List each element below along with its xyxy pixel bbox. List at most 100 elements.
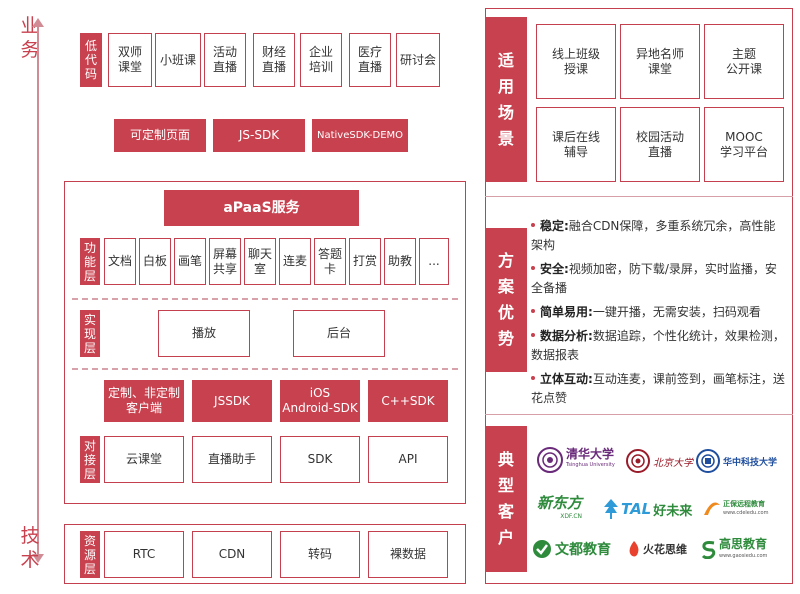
func-item-answer-card: 答题 卡	[314, 238, 346, 285]
right-panel-divider	[485, 414, 793, 415]
scenario-mooc-platform: MOOC 学习平台	[704, 107, 784, 182]
scenario-theme-open-class: 主题 公开课	[704, 24, 784, 99]
low-code-item-dual-teacher: 双师 课堂	[108, 33, 152, 87]
advantage-item: 立体互动:互动连麦，课前签到，画笔标注，送花点赞	[531, 370, 785, 408]
func-item-more: ...	[419, 238, 449, 285]
axis-arrow-bottom	[32, 554, 44, 563]
right-panel-frame	[485, 8, 793, 584]
func-item-whiteboard: 白板	[139, 238, 171, 285]
hust-seal-icon	[696, 449, 720, 473]
hust-logo: 华中科技大学	[696, 449, 777, 473]
low-code-item-event-live: 活动 直播	[204, 33, 246, 87]
implementation-layer-label: 实 现 层	[80, 310, 100, 357]
advantages-list: 稳定:融合CDN保障，多重系统冗余，高性能架构 安全:视频加密，防下载/录屏，实…	[531, 217, 785, 413]
customers-label: 典 型 客 户	[485, 426, 527, 572]
func-item-co-host: 连麦	[279, 238, 311, 285]
zhengbao-icon	[704, 502, 720, 515]
low-code-item-enterprise-training: 企业 培训	[300, 33, 342, 87]
zhengbao-sub: www.cdeledu.com	[723, 510, 769, 516]
client-mobile-sdk-box: iOS Android-SDK	[280, 380, 360, 422]
tsinghua-logo: 清华大学 Tsinghua University	[537, 447, 615, 473]
docking-layer-label: 对 接 层	[80, 436, 100, 483]
right-panel-divider	[485, 196, 793, 197]
dock-item-sdk: SDK	[280, 436, 360, 483]
resource-item-cdn: CDN	[192, 531, 272, 578]
scenario-online-class: 线上班级 授课	[536, 24, 616, 99]
native-sdk-demo-box: NativeSDK-DEMO	[312, 119, 408, 152]
dock-item-api: API	[368, 436, 448, 483]
tal-name-latin: TAL	[621, 500, 652, 518]
function-layer-label: 功 能 层	[80, 238, 100, 285]
scenarios-label: 适 用 场 景	[485, 17, 527, 182]
tsinghua-name-en: Tsinghua University	[566, 462, 615, 468]
advantage-text: 融合CDN保障，多重系统冗余，高性能架构	[531, 219, 776, 252]
advantage-text: 互动连麦，课前签到，画笔标注，送花点赞	[531, 372, 785, 405]
xdf-sub: XDF.CN	[560, 513, 583, 520]
func-item-pen: 画笔	[174, 238, 206, 285]
resource-item-transcode: 转码	[280, 531, 360, 578]
zhengbao-name: 正保远程教育	[723, 500, 765, 508]
dock-item-cloud-classroom: 云课堂	[104, 436, 184, 483]
low-code-item-medical-live: 医疗 直播	[349, 33, 391, 87]
impl-item-backend: 后台	[293, 310, 385, 357]
wendu-icon	[533, 540, 551, 558]
huohua-flame-icon	[629, 541, 639, 557]
apaas-title: aPaaS服务	[164, 190, 359, 226]
gaosi-name: 高思教育	[719, 537, 768, 551]
advantage-title: 数据分析:	[540, 329, 593, 343]
advantage-item: 简单易用:一键开播，无需安装，扫码观看	[531, 303, 785, 322]
advantage-text: 视频加密，防下载/录屏，实时监播，安全备播	[531, 262, 777, 295]
advantage-title: 简单易用:	[540, 305, 593, 319]
huohua-logo: 火花思维	[627, 541, 687, 557]
xdf-name: 新东方	[537, 494, 583, 512]
scenario-after-class-tutoring: 课后在线 辅导	[536, 107, 616, 182]
func-item-document: 文档	[104, 238, 136, 285]
resource-layer-label: 资 源 层	[80, 531, 100, 578]
tal-tree-icon	[604, 499, 618, 519]
js-sdk-box: JS-SDK	[213, 119, 305, 152]
func-item-tipping: 打赏	[349, 238, 381, 285]
tech-axis-label: 技 术	[20, 525, 40, 571]
divider-dashed	[72, 368, 458, 370]
pku-name: 北京大学	[653, 457, 693, 469]
scenario-campus-event-live: 校园活动 直播	[620, 107, 700, 182]
low-code-item-finance-live: 财经 直播	[253, 33, 295, 87]
client-custom-box: 定制、非定制 客户端	[104, 380, 184, 422]
advantage-title: 稳定:	[540, 219, 569, 233]
low-code-label: 低 代 码	[80, 33, 102, 87]
func-item-screen-share: 屏幕 共享	[209, 238, 241, 285]
axis-arrow-line	[37, 24, 39, 556]
tal-name-cn: 好未来	[653, 503, 693, 519]
zhengbao-logo: 正保远程教育 www.cdeledu.com	[703, 500, 768, 518]
client-jssdk-box: JSSDK	[192, 380, 272, 422]
low-code-item-seminar: 研讨会	[396, 33, 440, 87]
scenario-remote-teacher: 异地名师 课堂	[620, 24, 700, 99]
advantage-item: 数据分析:数据追踪，个性化统计，效果检测，数据报表	[531, 327, 785, 365]
huohua-name: 火花思维	[643, 543, 687, 556]
advantage-title: 立体互动:	[540, 372, 593, 386]
pku-seal-icon	[626, 449, 650, 473]
advantage-text: 一键开播，无需安装，扫码观看	[592, 305, 761, 319]
advantage-title: 安全:	[540, 262, 569, 276]
tal-logo: TAL 好未来	[603, 499, 692, 519]
xdf-logo: 新东方 XDF.CN	[537, 496, 582, 524]
divider-dashed	[72, 298, 458, 300]
resource-item-raw-data: 裸数据	[368, 531, 448, 578]
hust-name: 华中科技大学	[723, 457, 778, 468]
wendu-name: 文都教育	[555, 542, 611, 558]
advantage-item: 安全:视频加密，防下载/录屏，实时监播，安全备播	[531, 260, 785, 298]
advantage-text: 数据追踪，个性化统计，效果检测，数据报表	[531, 329, 785, 362]
gaosi-icon	[701, 541, 716, 559]
resource-item-rtc: RTC	[104, 531, 184, 578]
advantages-label: 方 案 优 势	[485, 228, 527, 372]
customizable-page-box: 可定制页面	[114, 119, 206, 152]
advantage-item: 稳定:融合CDN保障，多重系统冗余，高性能架构	[531, 217, 785, 255]
pku-logo: 北京大学	[626, 449, 693, 473]
gaosi-logo: 高思教育 www.gaosiedu.com	[701, 538, 767, 562]
axis-arrow-top	[32, 18, 44, 27]
tsinghua-name: 清华大学	[566, 447, 615, 461]
wendu-logo: 文都教育	[532, 539, 611, 559]
gaosi-sub: www.gaosiedu.com	[719, 553, 768, 559]
impl-item-playback: 播放	[158, 310, 250, 357]
tsinghua-seal-icon	[537, 447, 563, 473]
